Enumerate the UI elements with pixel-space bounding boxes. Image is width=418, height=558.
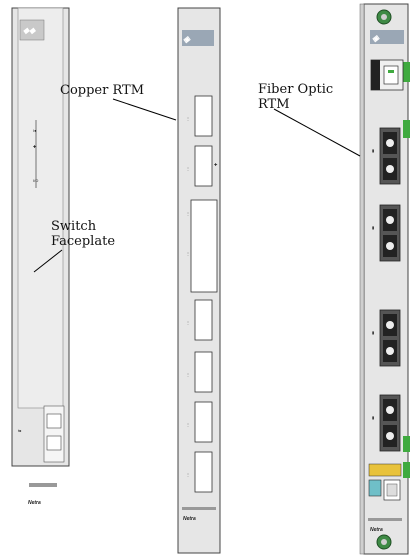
svg-text:⇆: ⇆ <box>18 428 22 433</box>
svg-text:⋮: ⋮ <box>186 211 190 216</box>
svg-text:⋮: ⋮ <box>186 116 190 121</box>
copper-sun-logo: ◈ <box>183 34 191 44</box>
copper-rtm: ◈ ⋮ ⋮ ✚ ⋮ ⋮ ⋮ ⋮ ⋮ ⋮ Netra <box>177 7 221 554</box>
copper-brand-text: Netra <box>183 516 196 522</box>
sfp-port-3 <box>379 309 401 367</box>
fiber-brand-text: Netra <box>370 527 383 533</box>
svg-text:▮: ▮ <box>372 415 374 420</box>
svg-text:▮: ▮ <box>372 225 374 230</box>
fiber-optic-rtm-label: Fiber Optic RTM <box>258 82 334 112</box>
sfp-port-4 <box>379 394 401 452</box>
svg-text:◆◆: ◆◆ <box>23 26 36 35</box>
fiber-optic-rtm: ◈ <box>359 3 410 555</box>
faceplate-leader-line <box>33 249 63 273</box>
svg-text:⋮: ⋮ <box>186 472 190 477</box>
copper-rtm-label: Copper RTM <box>60 83 144 98</box>
switch-faceplate: ◆◆ I● ✚ I/O ⇆ Netra <box>11 7 70 506</box>
svg-text:⋮: ⋮ <box>186 422 190 427</box>
svg-text:⋮: ⋮ <box>186 251 190 256</box>
switch-faceplate-label: Switch Faceplate <box>51 219 116 249</box>
fiber-sun-logo: ◈ <box>372 33 380 43</box>
svg-text:✚: ✚ <box>214 162 218 167</box>
svg-text:✚: ✚ <box>33 144 37 149</box>
sfp-port-1 <box>379 127 401 185</box>
copper-leader-line <box>112 98 177 121</box>
svg-text:I●: I● <box>33 128 37 133</box>
svg-text:▮: ▮ <box>372 148 374 153</box>
svg-text:⋮: ⋮ <box>186 372 190 377</box>
svg-text:⋮: ⋮ <box>186 320 190 325</box>
svg-text:▮: ▮ <box>372 330 374 335</box>
svg-text:I/O: I/O <box>33 178 38 183</box>
fiber-leader-line <box>273 108 361 157</box>
faceplate-brand-text: Netra <box>28 500 41 506</box>
sfp-port-2 <box>379 204 401 262</box>
svg-text:⋮: ⋮ <box>186 166 190 171</box>
